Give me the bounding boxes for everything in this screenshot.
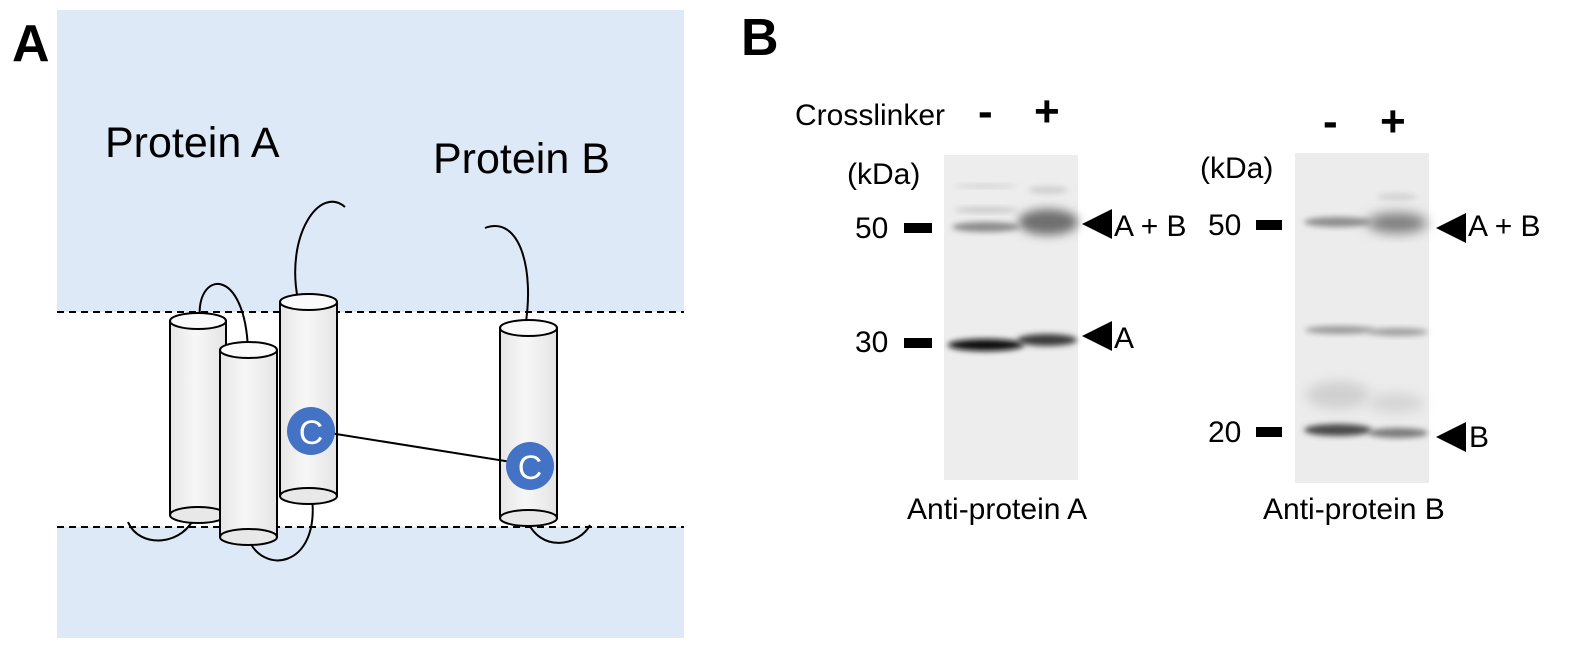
panel-b-letter: B [741, 9, 779, 67]
protein-a-helix-1 [169, 312, 227, 524]
cysteine-protein-b: C [506, 442, 554, 490]
panel-a-letter: A [12, 15, 50, 73]
protein-a-label: Protein A [105, 119, 280, 167]
blot-2-arrows [1436, 213, 1466, 452]
blot-2-unit-label: (kDa) [1200, 152, 1274, 185]
blot-2-bands [1304, 193, 1428, 438]
crosslinker-label: Crosslinker [795, 99, 946, 132]
blot-1-marker-tick-50 [904, 223, 932, 233]
blot-1-membrane [904, 155, 1078, 480]
protein-a-helix-3 [279, 293, 338, 505]
crosslink-line [310, 429, 531, 466]
blot-2-band-b: B [1469, 421, 1490, 454]
blot-1-background [944, 155, 1078, 480]
protein-b-loops [484, 225, 591, 544]
blot-1-band-ab: A + B [1114, 210, 1187, 243]
extracellular-region [57, 10, 684, 312]
blot-1-minus: - [978, 87, 993, 136]
intracellular-region [57, 527, 684, 638]
blot-2-plus: + [1380, 97, 1406, 146]
cysteine-a-label: C [299, 414, 324, 452]
blot-2-marker-tick-20 [1256, 427, 1282, 437]
blot-2-marker-tick-50 [1256, 220, 1282, 230]
blot-2-band-ab: A + B [1468, 210, 1541, 243]
blot-2-arrow-b [1436, 422, 1466, 452]
blot-1-marker-tick-30 [904, 338, 932, 348]
blot-2-marker-20: 20 [1208, 416, 1242, 449]
blot-1-band-a: A [1114, 322, 1135, 355]
cysteine-protein-a: C [287, 407, 335, 455]
blot-1-marker-50: 50 [855, 212, 889, 245]
blot-1-marker-30: 30 [855, 326, 889, 359]
blot-1-unit-label: (kDa) [847, 158, 921, 191]
blot-2-marker-50: 50 [1208, 209, 1242, 242]
protein-a-helix-2 [219, 341, 278, 546]
protein-a-loops [127, 200, 346, 562]
blot-2-membrane [1256, 153, 1429, 483]
cysteine-b-label: C [518, 449, 543, 487]
blot-1-caption: Anti-protein A [907, 493, 1088, 526]
blot-1-bands [948, 184, 1078, 351]
blot-2-caption: Anti-protein B [1263, 493, 1445, 526]
blot-2-minus: - [1323, 97, 1338, 146]
blot-1-plus: + [1034, 87, 1060, 136]
blot-1-arrow-a [1082, 321, 1112, 351]
blot-1-arrows [1082, 209, 1112, 351]
protein-b-helix [499, 319, 558, 527]
blot-2-arrow-ab [1436, 213, 1466, 243]
membrane-diagram: C C [57, 10, 684, 638]
blot-1-arrow-ab [1082, 209, 1112, 239]
protein-b-label: Protein B [433, 135, 610, 183]
